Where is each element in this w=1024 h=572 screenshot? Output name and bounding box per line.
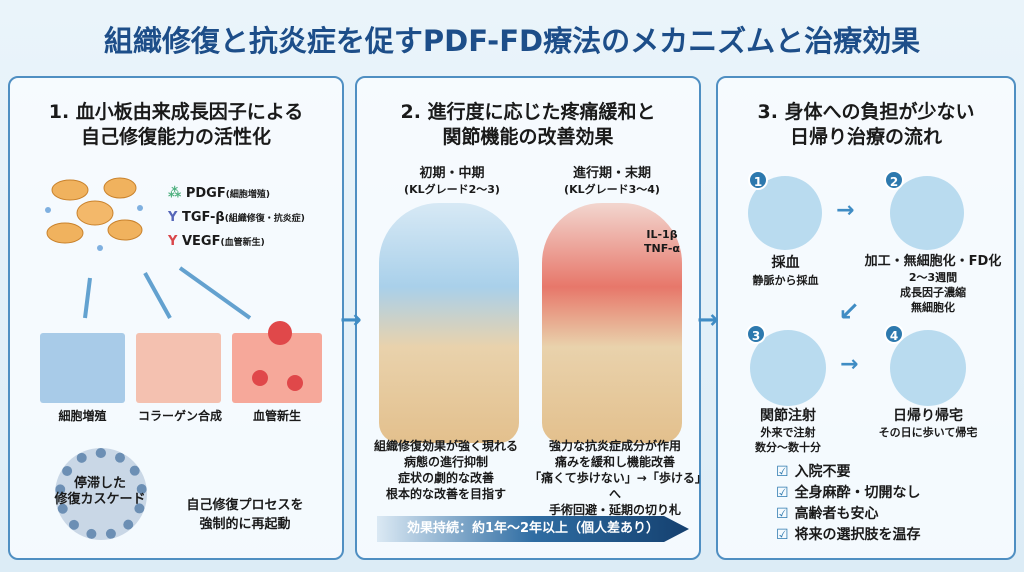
point: 病態の進行抑制: [403, 455, 488, 469]
step-number: 3: [746, 324, 766, 344]
step-4: 日帰り帰宅その日に歩いて帰宅: [863, 408, 993, 440]
point: 根本的な改善を目指す: [385, 487, 506, 501]
restart-line: 自己修復プロセスを: [186, 498, 304, 513]
point: 手術回避・延期の切り札: [548, 503, 681, 517]
check-item: ☑ 全身麻酔・切開なし: [776, 483, 921, 503]
step-desc: 外来で注射: [760, 426, 816, 439]
duration-arrow: 効果持続：約1年〜2年以上（個人差あり）: [377, 516, 689, 542]
step-desc: 無細胞化: [911, 301, 955, 314]
step-desc: その日に歩いて帰宅: [878, 426, 978, 439]
factor-note: (血管新生): [220, 238, 265, 248]
heading-line: 関節機能の改善効果: [442, 126, 614, 148]
factor-pdgf: ⁂ PDGF(細胞増殖): [168, 186, 305, 210]
point: 「痛くて歩けない」→「歩ける」へ: [529, 471, 701, 501]
heading-line: 2. 進行度に応じた疼痛緩和と: [400, 101, 656, 123]
receptor-icon: Y: [168, 234, 178, 249]
panel-treatment-flow: 3. 身体への負担が少ない日帰り治療の流れ 1 2 → 採血静脈から採血 加工・…: [716, 76, 1016, 560]
point: 痛みを緩和し機能改善: [554, 455, 675, 469]
effect-label: 血管新生: [252, 409, 301, 423]
step-number: 4: [884, 324, 904, 344]
restart-line: 強制的に再起動: [199, 517, 291, 532]
platelets-illustration: [45, 177, 143, 251]
arrow-right-icon: →: [836, 198, 855, 223]
restart-text: 自己修復プロセスを強制的に再起動: [170, 496, 320, 534]
check-item: ☑ 高齢者も安心: [776, 504, 879, 524]
gear-label-line: 停滞した: [73, 476, 126, 491]
step-title: 採血: [771, 255, 800, 271]
factor-name: VEGF: [181, 234, 221, 249]
factor-name: PDGF: [185, 186, 226, 201]
check-label: 全身麻酔・切開なし: [794, 485, 921, 501]
step-1: 採血静脈から採血: [728, 254, 843, 290]
gear-label-line: 修復カスケード: [54, 492, 146, 507]
panel-pain-relief: 2. 進行度に応じた疼痛緩和と関節機能の改善効果 初期・中期 (KLグレード2〜3…: [355, 76, 701, 560]
mechanism-illustration: [40, 266, 322, 403]
step-desc: 2〜3週間: [908, 271, 958, 284]
check-item: ☑ 入院不要: [776, 462, 851, 482]
check-item: ☑ 将来の選択肢を温存: [776, 525, 921, 545]
heading-line: 1. 血小板由来成長因子による: [48, 101, 304, 123]
late-points: 強力な抗炎症成分が作用痛みを緩和し機能改善「痛くて歩けない」→「歩ける」へ手術回…: [529, 438, 701, 518]
factor-name: TGF-β: [181, 210, 225, 225]
page-title: 組織修復と抗炎症を促すPDF-FD療法のメカニズムと治療効果: [103, 24, 921, 58]
gear-label: 停滞した修復カスケード: [50, 476, 150, 508]
step-number: 1: [748, 170, 768, 190]
walking-person-icon: [890, 330, 966, 406]
check-label: 将来の選択肢を温存: [794, 527, 921, 543]
step-title: 日帰り帰宅: [893, 408, 963, 424]
step-number: 2: [884, 170, 904, 190]
stage-grade: (KLグレード3〜4): [564, 183, 660, 196]
step-title: 関節注射: [760, 408, 816, 424]
panel3-heading: 3. 身体への負担が少ない日帰り治療の流れ: [718, 100, 1014, 150]
panel2-heading: 2. 進行度に応じた疼痛緩和と関節機能の改善効果: [357, 100, 699, 150]
step-title: 加工・無細胞化・FD化: [864, 254, 1002, 269]
step-desc: 静脈から採血: [752, 274, 819, 287]
arrow-right-icon: →: [840, 352, 859, 377]
knee-early-illustration: [379, 203, 519, 443]
cytokine: TNF-α: [643, 242, 680, 255]
heading-line: 3. 身体への負担が少ない: [757, 101, 975, 123]
panel-growth-factors: 1. 血小板由来成長因子による自己修復能力の活性化 ⁂ PDGF(細胞増殖) Y…: [8, 76, 344, 560]
factor-vegf: Y VEGF(血管新生): [168, 234, 305, 258]
step-desc: 成長因子濃縮: [900, 286, 966, 299]
arrow-right-icon: →: [340, 305, 362, 335]
factor-note: (細胞増殖): [225, 190, 270, 200]
receptor-icon: Y: [168, 210, 178, 225]
point: 強力な抗炎症成分が作用: [548, 439, 681, 453]
effect-label: コラーゲン合成: [137, 409, 222, 423]
stage-title: 初期・中期: [419, 166, 485, 181]
point: 組織修復効果が強く現れる: [373, 439, 518, 453]
factor-tgf: Y TGF-β(組織修復・抗炎症): [168, 210, 305, 234]
check-label: 高齢者も安心: [794, 506, 879, 522]
step-desc: 数分〜数十分: [755, 441, 821, 454]
factor-list: ⁂ PDGF(細胞増殖) Y TGF-β(組織修復・抗炎症) Y VEGF(血管…: [168, 186, 305, 258]
heading-line: 自己修復能力の活性化: [80, 126, 271, 148]
knee-injection-icon: [750, 330, 826, 406]
late-stage-title: 進行期・末期 (KLグレード3〜4): [537, 166, 687, 198]
checkbox-icon: ☑: [776, 527, 789, 543]
factor-note: (組織修復・抗炎症): [224, 214, 305, 224]
point: 症状の劇的な改善: [397, 471, 494, 485]
panel1-heading: 1. 血小板由来成長因子による自己修復能力の活性化: [10, 100, 342, 150]
step-2: 加工・無細胞化・FD化 2〜3週間成長因子濃縮無細胞化: [848, 254, 1018, 315]
effect-label: 細胞増殖: [58, 409, 107, 423]
checkbox-icon: ☑: [776, 506, 789, 522]
step-3: 関節注射外来で注射数分〜数十分: [728, 408, 848, 455]
checkbox-icon: ☑: [776, 464, 789, 480]
heading-line: 日帰り治療の流れ: [789, 126, 942, 148]
stage-grade: (KLグレード2〜3): [404, 183, 500, 196]
early-stage-title: 初期・中期 (KLグレード2〜3): [377, 166, 527, 198]
molecule-icon: ⁂: [168, 186, 182, 201]
checkbox-icon: ☑: [776, 485, 789, 501]
check-label: 入院不要: [794, 464, 851, 480]
gear-icon: [55, 448, 147, 540]
early-points: 組織修復効果が強く現れる病態の進行抑制症状の劇的な改善根本的な改善を目指す: [361, 438, 531, 502]
stage-title: 進行期・末期: [572, 166, 651, 181]
cytokine: IL-1β: [646, 228, 678, 241]
arrow-right-icon: →: [697, 305, 719, 335]
factory-icon: [890, 176, 964, 250]
knee-late-illustration: [542, 203, 682, 443]
